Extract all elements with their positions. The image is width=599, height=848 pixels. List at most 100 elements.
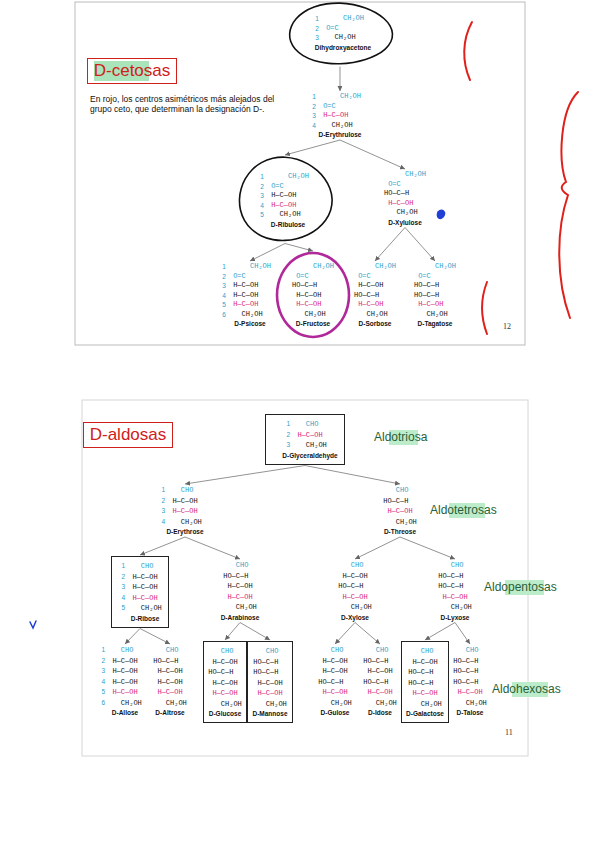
fischer-structure: CH₂OHO=CHO—C—HHO—C—HH—C—OHCH₂OHD-Tagatos… xyxy=(414,262,456,328)
fischer-structure: CHOHO—C—HH—C—OHCH₂OHD-Threose xyxy=(383,485,417,536)
formula-row: H—C—OH xyxy=(168,506,202,517)
formula-row: H—C—OH xyxy=(108,666,142,677)
formula-row: H—C—OH xyxy=(408,688,442,699)
formula-row: CHO xyxy=(108,645,142,656)
formula-row: H—C—OH xyxy=(453,687,487,698)
formula-row: H—C—OH xyxy=(153,687,187,698)
formula-row: H—C—OH xyxy=(354,281,396,291)
formula-row: O=C xyxy=(319,102,361,112)
fischer-structure: CHOHO—C—HH—C—OHHO—C—HH—C—OHCH₂OHD-Idose xyxy=(363,645,397,717)
outline-path xyxy=(239,157,332,240)
formula-row: CH₂OH xyxy=(338,602,372,613)
formula-row: CHO xyxy=(168,485,202,496)
formula-row: H—C—OH xyxy=(267,201,309,211)
formula-row: CHO xyxy=(438,560,472,571)
tier-label: Aldotetrosas xyxy=(428,503,499,518)
carbon-number: 1 xyxy=(311,14,319,24)
fischer-structure: CH₂OHO=CH—C—OHHO—C—HH—C—OHCH₂OHD-Sorbose xyxy=(354,262,396,328)
branch-arrow xyxy=(140,629,170,645)
formula-row: CHO xyxy=(153,645,187,656)
formula-row: O=C xyxy=(354,272,396,282)
carbon-number: 2 xyxy=(157,496,165,507)
formula-row: H—C—OH xyxy=(229,300,271,310)
formula-row: H—C—OH xyxy=(363,666,397,677)
projection-rows: CH₂OHO=CHO—C—HHO—C—HH—C—OHCH₂OH xyxy=(414,262,456,319)
formula-row: H—C—OH xyxy=(292,291,334,301)
slide-frame xyxy=(75,2,525,345)
formula-row: O=C xyxy=(384,180,426,190)
fischer-structure: CHOH—C—OHH—C—OHH—C—OHH—C—OHCH₂OHD-Allose xyxy=(108,645,142,717)
sugar-name: D-Erythrulose xyxy=(319,130,362,139)
formula-row: HO—C—H xyxy=(223,571,257,582)
formula-row: HO—C—H xyxy=(384,189,426,199)
sugar-name: D-Galactose xyxy=(406,709,444,718)
sugar-name: D-Xylulose xyxy=(388,218,422,227)
projection-rows: CHOH—C—OHCH₂OH xyxy=(293,419,327,451)
title-text: D-aldosas xyxy=(90,425,167,445)
formula-row: HO—C—H xyxy=(414,291,456,301)
formula-row: H—C—OH xyxy=(208,657,242,668)
fischer-structure: CH₂OHO=CH—C—OHCH₂OHD-Erythrulose xyxy=(319,92,362,139)
sugar-name: D-Ribulose xyxy=(271,220,305,229)
branch-arrow xyxy=(405,228,435,262)
projection-rows: CHOH—C—OHH—C—OHCH₂OH xyxy=(168,485,202,527)
formula-row: CH₂OH xyxy=(438,602,472,613)
branch-arrow xyxy=(335,623,355,645)
title-text: D-cetosas xyxy=(94,61,171,81)
formula-row: HO—C—H xyxy=(453,677,487,688)
ink-mark xyxy=(30,621,36,628)
sugar-name: D-Tagatose xyxy=(418,319,453,328)
formula-row: H—C—OH xyxy=(318,687,352,698)
carbon-number: 6 xyxy=(218,310,226,320)
formula-row: O=C xyxy=(414,272,456,282)
outline-path xyxy=(277,253,349,337)
formula-row: H—C—OH xyxy=(208,688,242,699)
carbon-number: 2 xyxy=(311,24,319,34)
projection-rows: CH₂OHO=CH—C—OHCH₂OH xyxy=(319,92,361,130)
formula-row: CHO xyxy=(363,645,397,656)
sugar-name: D-Erythrose xyxy=(166,527,203,536)
branch-arrow xyxy=(339,67,340,92)
formula-row: CH₂OH xyxy=(383,517,417,528)
carbon-number: 3 xyxy=(308,111,316,121)
formula-row: HO—C—H xyxy=(453,666,487,677)
formula-row: CHO xyxy=(383,485,417,496)
formula-row: H—C—OH xyxy=(108,656,142,667)
formula-row: H—C—OH xyxy=(108,677,142,688)
carbon-number: 2 xyxy=(308,102,316,112)
projection-rows: CHOH—C—OHH—C—OHH—C—OHH—C—OHCH₂OH xyxy=(108,645,142,708)
formula-row: H—C—OH xyxy=(414,300,456,310)
formula-row: HO—C—H xyxy=(354,291,396,301)
formula-row: CH₂OH xyxy=(229,262,271,272)
hand-drawn-loop xyxy=(237,156,333,243)
branch-arrow xyxy=(400,537,455,559)
formula-row: H—C—OH xyxy=(267,191,309,201)
formula-row: H—C—OH xyxy=(229,291,271,301)
formula-row: HO—C—H xyxy=(338,581,372,592)
projection-rows: CHOHO—C—HH—C—OHH—C—OHH—C—OHCH₂OH xyxy=(153,645,187,708)
projection-rows: CH₂OHO=CH—C—OHH—C—OHCH₂OH xyxy=(267,172,309,220)
formula-row: H—C—OH xyxy=(363,687,397,698)
formula-row: O=C xyxy=(322,24,364,34)
formula-row: CH₂OH xyxy=(223,602,257,613)
formula-row: H—C—OH xyxy=(253,678,287,689)
formula-row: CH₂OH xyxy=(292,262,334,272)
formula-row: H—C—OH xyxy=(223,592,257,603)
carbon-number: 1 xyxy=(282,419,290,430)
formula-row: HO—C—H xyxy=(438,581,472,592)
formula-row: CHO xyxy=(318,645,352,656)
sugar-name: D-Threose xyxy=(384,527,416,536)
carbon-number: 1 xyxy=(256,172,264,182)
formula-row: H—C—OH xyxy=(438,592,472,603)
formula-row: CH₂OH xyxy=(153,698,187,709)
branch-arrow xyxy=(305,466,400,485)
fischer-structure: CHOH—C—OHH—C—OHCH₂OHD-Erythrose xyxy=(166,485,203,536)
formula-row: CH₂OH xyxy=(322,14,364,24)
projection-rows: CH₂OHO=CHO—C—HH—C—OHH—C—OHCH₂OH xyxy=(292,262,334,319)
formula-row: CH₂OH xyxy=(384,208,426,218)
formula-row: CH₂OH xyxy=(253,699,287,710)
formula-row: CHO xyxy=(408,646,442,657)
formula-row: CH₂OH xyxy=(128,603,162,614)
formula-row: HO—C—H xyxy=(453,656,487,667)
fischer-structure: CHOHO—C—HH—C—OHH—C—OHCH₂OHD-Arabinose xyxy=(221,560,260,622)
